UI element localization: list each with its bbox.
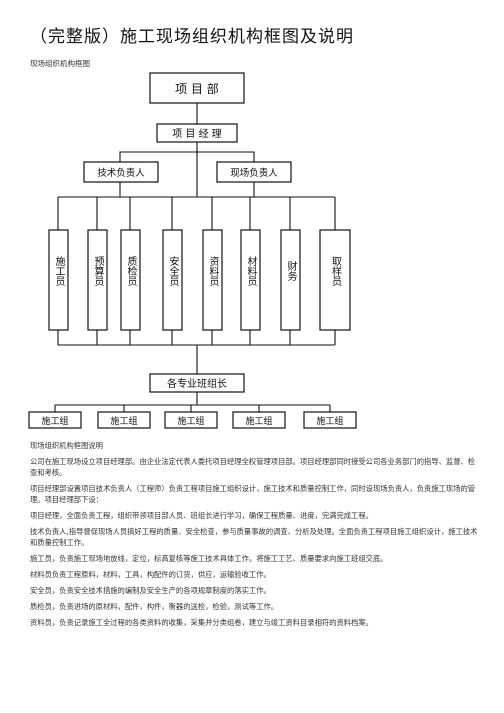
description-section: 现场组织机构框图说明 公司在施工现场设立项目经理部。由企业法定代表人委托项目经理… <box>30 440 478 633</box>
org-chart: 项 目 部 项 目 经 理 技术负责人 现场负责人 施工员 预算员 质检员 安全… <box>28 72 357 429</box>
role-documents-label: 资料员 <box>207 256 219 287</box>
description-paragraph: 项目经理，全面负责工程，组织带领项目部人员、班组长进行学习，确保工程质量、进度，… <box>30 511 373 520</box>
node-tech-lead-label: 技术负责人 <box>97 167 145 179</box>
role-construction-label: 施工员 <box>53 255 65 287</box>
role-quality-label: 质检员 <box>125 256 137 287</box>
chart-heading: 现场组织机构框图 <box>30 59 90 68</box>
node-foremen: 各专业班组长 <box>149 373 245 393</box>
crew-3-label: 施工组 <box>177 415 204 427</box>
role-safety-label: 安全员 <box>167 255 179 287</box>
node-foremen-label: 各专业班组长 <box>167 377 227 390</box>
node-site-lead: 现场负责人 <box>216 161 292 183</box>
crew-1: 施工组 <box>28 411 82 429</box>
role-materials-label: 材料员 <box>245 255 257 287</box>
crew-5: 施工组 <box>303 411 357 429</box>
crew-3: 施工组 <box>164 411 218 429</box>
description-paragraph: 项目经理部设置项目技术负责人（工程师）负责工程项目施工组织设计，施工技术和质量控… <box>30 484 476 504</box>
role-quality: 质检员 <box>120 229 141 331</box>
role-finance-label: 财务 <box>285 260 297 282</box>
crew-4-label: 施工组 <box>245 415 272 427</box>
description-paragraph: 公司在施工现场设立项目经理部。由企业法定代表人委托项目经理全权管理项目部。项目经… <box>30 457 476 477</box>
crew-1-label: 施工组 <box>41 415 68 427</box>
crew-5-label: 施工组 <box>316 415 343 427</box>
node-project-department-label: 项 目 部 <box>175 81 219 96</box>
description-paragraph: 质检员，负责进场的原材料，配件，构件，衡器的送检，检验，测试等工作。 <box>30 602 279 611</box>
role-safety: 安全员 <box>162 229 183 331</box>
crew-4: 施工组 <box>232 411 286 429</box>
node-project-department: 项 目 部 <box>149 72 245 104</box>
node-project-manager-label: 项 目 经 理 <box>172 127 222 140</box>
node-site-lead-label: 现场负责人 <box>230 167 278 179</box>
description-heading: 现场组织机构框图说明 <box>30 441 103 450</box>
crew-2-label: 施工组 <box>110 415 137 427</box>
role-budget-label: 预算员 <box>92 256 104 287</box>
role-finance: 财务 <box>280 229 301 331</box>
description-paragraph: 安全员，负责安全技术措施的编制及安全生产的各项规章制度的落实工作。 <box>30 586 271 595</box>
crew-2: 施工组 <box>97 411 151 429</box>
page-title: （完整版）施工现场组织机构框图及说明 <box>30 27 354 47</box>
node-project-manager: 项 目 经 理 <box>156 123 238 143</box>
description-paragraph: 技术负责人,指导督促现场人员搞好工程的质量、安全检查，参与质量事故的调查、分析及… <box>30 527 478 547</box>
role-sampling: 取样员 <box>319 229 351 331</box>
role-materials: 材料员 <box>240 229 261 331</box>
description-paragraph: 资料员，负责记录施工全过程的各类资料的收集，采集并分类组卷，建立与竣工资料目录相… <box>30 618 373 627</box>
role-sampling-label: 取样员 <box>330 256 342 287</box>
node-tech-lead: 技术负责人 <box>83 161 159 183</box>
role-documents: 资料员 <box>202 229 223 331</box>
org-connectors <box>54 103 336 412</box>
role-budget: 预算员 <box>87 229 108 331</box>
description-paragraph: 施工员，负责施工现场地放线，定位，标高复核等施工技术具体工作。将施工工艺、质量要… <box>30 554 388 563</box>
role-construction: 施工员 <box>48 229 69 331</box>
description-paragraph: 材料员负责工程原料，材料，工具，构配件的订货，供应，运输验收工作。 <box>30 570 271 579</box>
